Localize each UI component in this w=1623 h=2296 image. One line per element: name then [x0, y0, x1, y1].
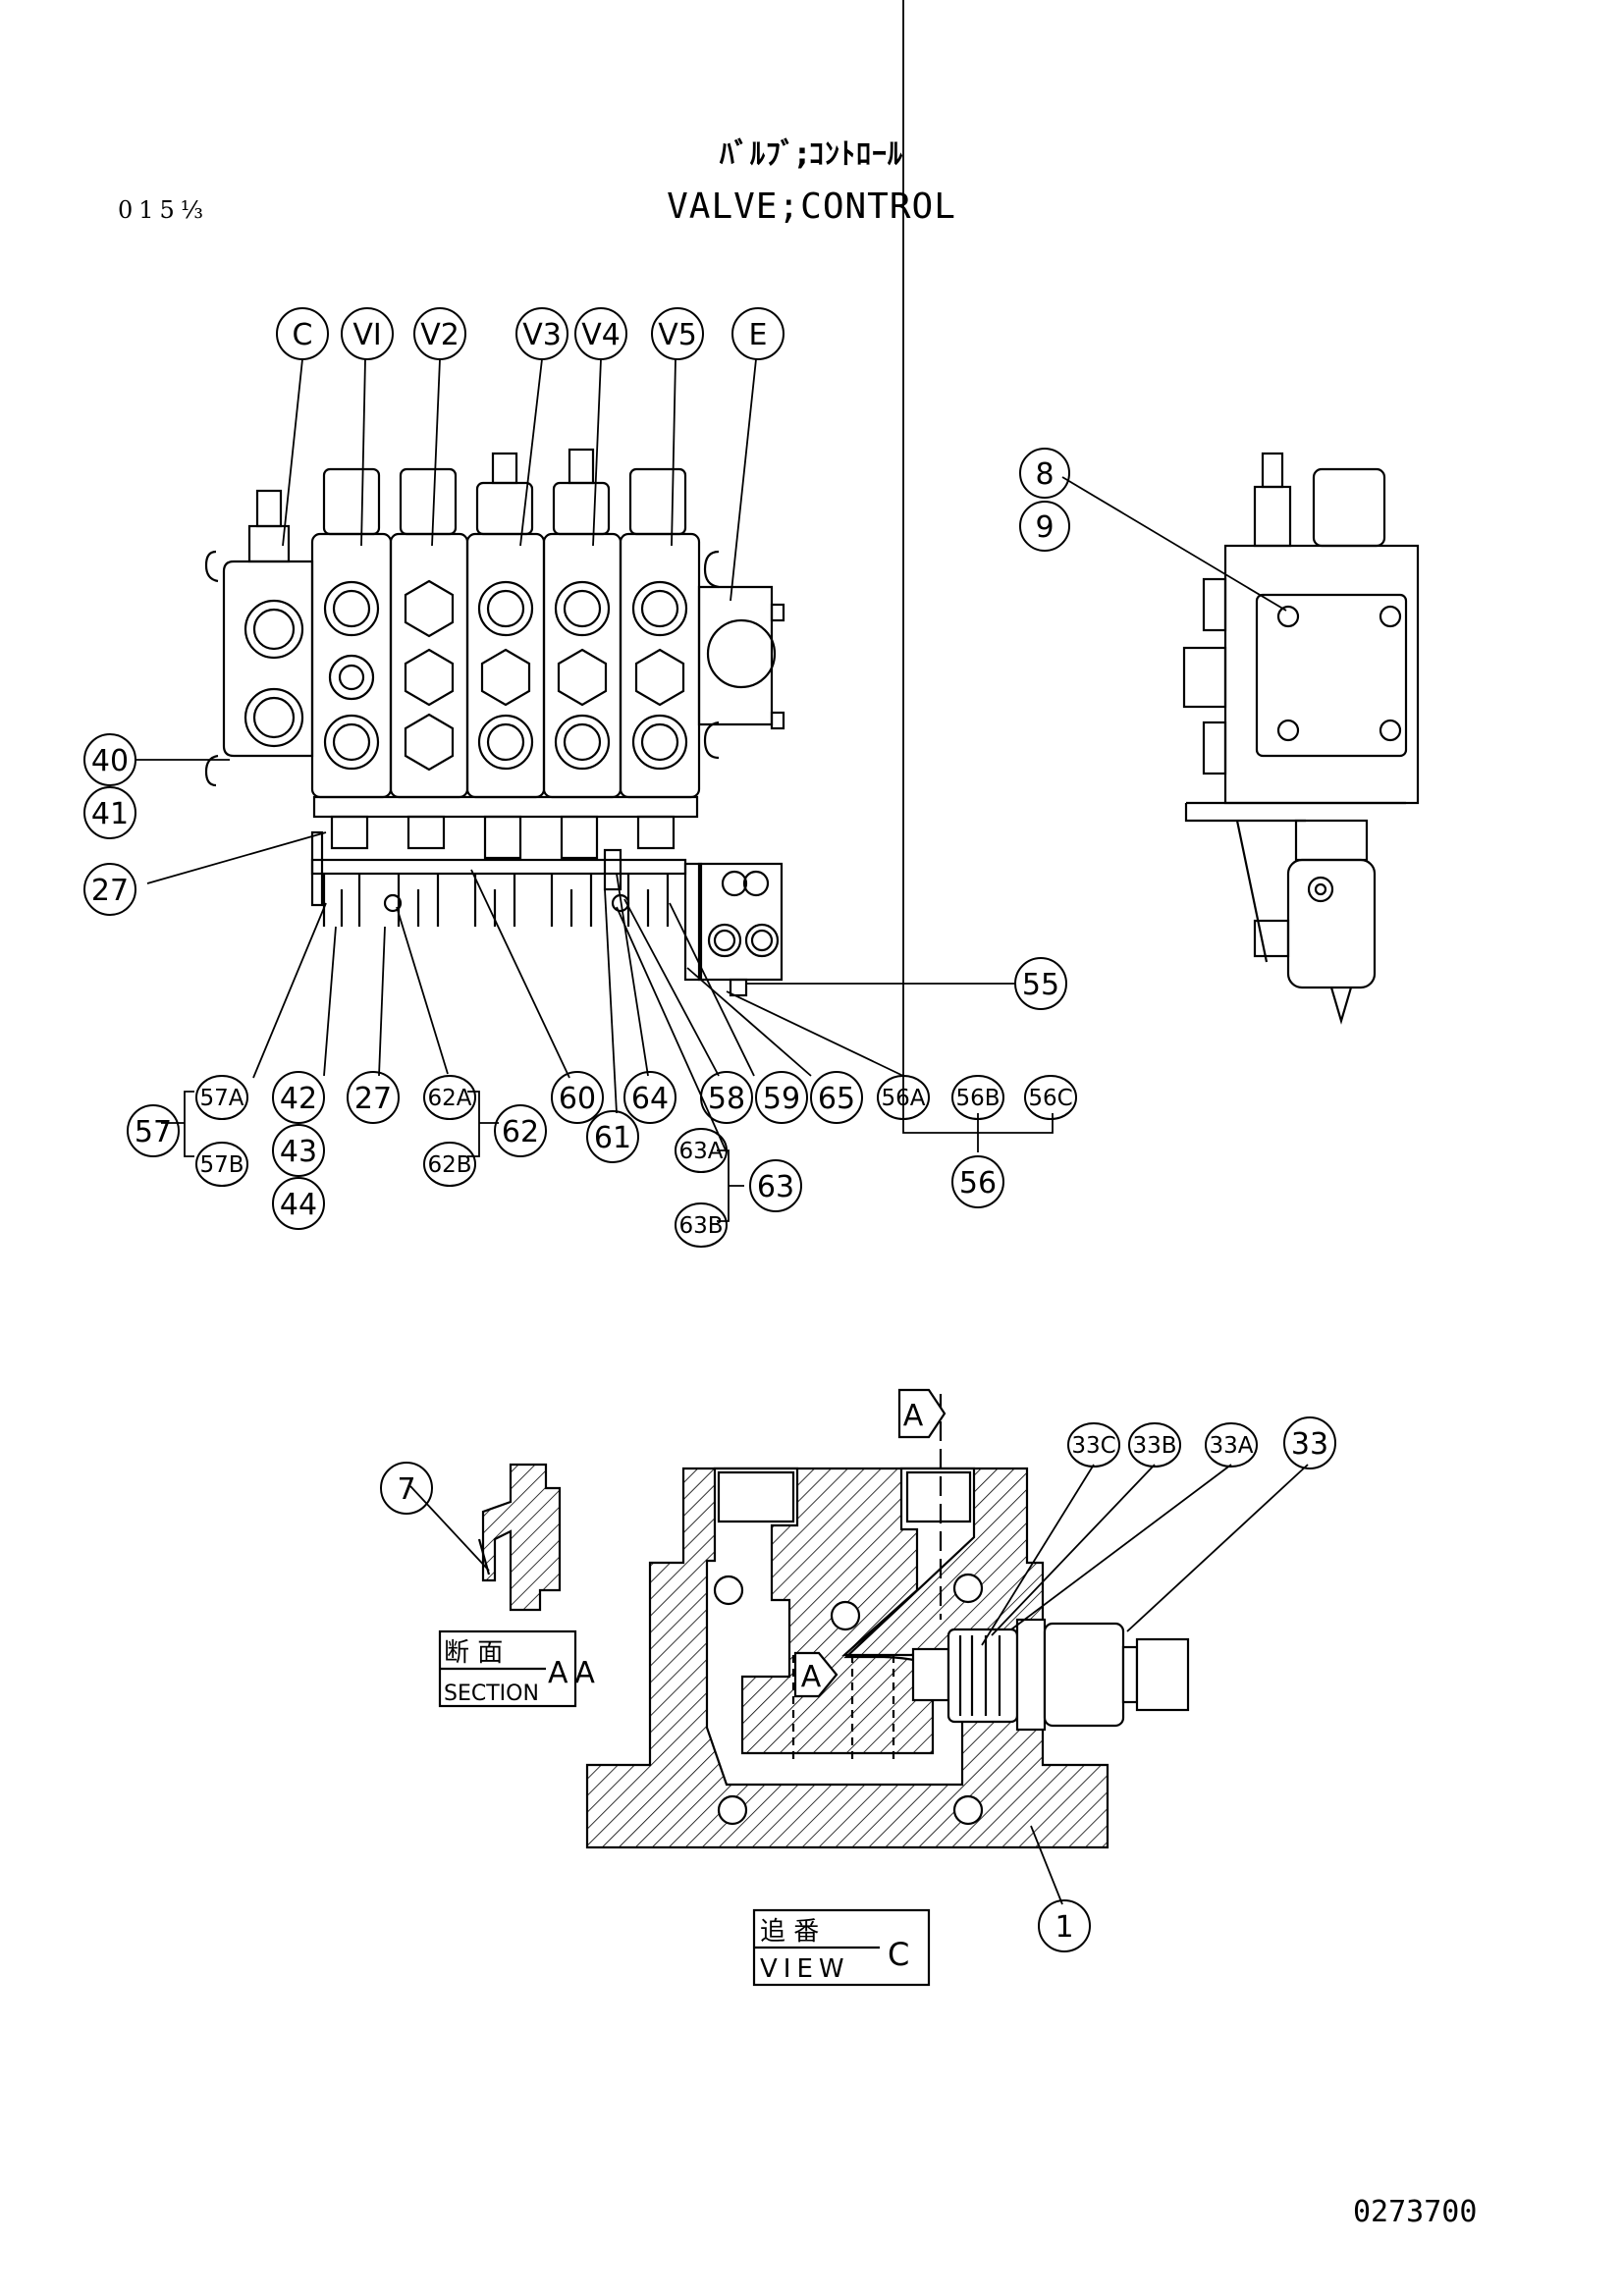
- callout-61: 61: [594, 1121, 631, 1155]
- callout-1: 1: [1055, 1910, 1073, 1945]
- callout-33B: 33B: [1132, 1433, 1176, 1459]
- callout-63B: 63B: [678, 1213, 723, 1239]
- section-label-en: SECTION: [444, 1682, 539, 1706]
- callout-44: 44: [280, 1188, 317, 1222]
- callout-V5: V5: [658, 318, 697, 352]
- callout-33: 33: [1291, 1427, 1328, 1462]
- valve-side-view: [1182, 452, 1420, 1025]
- callout-57A: 57A: [199, 1086, 243, 1111]
- callout-42: 42: [280, 1082, 317, 1116]
- callout-27-bottom: 27: [354, 1082, 392, 1116]
- callout-27-left: 27: [91, 874, 129, 908]
- callout-9: 9: [1035, 510, 1054, 545]
- callout-41: 41: [91, 797, 129, 831]
- callout-62A: 62A: [427, 1086, 471, 1111]
- callout-40: 40: [91, 744, 129, 778]
- section-label-jp: 断 面: [444, 1638, 503, 1668]
- title-english: VALVE;CONTROL: [667, 187, 956, 227]
- page-code: 015⅓: [118, 196, 210, 224]
- callout-43: 43: [280, 1135, 317, 1169]
- valve-front-view: [204, 448, 785, 997]
- callout-33A: 33A: [1209, 1433, 1253, 1459]
- callout-57: 57: [135, 1115, 172, 1149]
- callout-V3: V3: [522, 318, 562, 352]
- callout-7: 7: [397, 1472, 415, 1507]
- callout-62: 62: [502, 1115, 539, 1149]
- section-aa-view: [477, 1463, 562, 1612]
- callout-56B: 56B: [955, 1086, 1000, 1111]
- callout-65: 65: [818, 1082, 855, 1116]
- callout-63: 63: [757, 1170, 794, 1204]
- callout-V1: VI: [352, 318, 381, 352]
- callout-63A: 63A: [678, 1139, 723, 1164]
- section-label-id: AA: [548, 1656, 601, 1690]
- callout-57B: 57B: [199, 1152, 243, 1178]
- section-arrow-label-mid: A: [801, 1660, 822, 1694]
- view-label-en: VIEW: [760, 1954, 850, 1984]
- drawing-number: 0273700: [1353, 2195, 1478, 2229]
- title-japanese: ﾊﾞﾙﾌﾞ;ｺﾝﾄﾛｰﾙ: [720, 137, 903, 172]
- section-view-c: [585, 1388, 1190, 1849]
- callout-55: 55: [1022, 968, 1059, 1002]
- section-arrow-label-top: A: [903, 1399, 924, 1433]
- callout-59: 59: [763, 1082, 800, 1116]
- callout-60: 60: [559, 1082, 596, 1116]
- view-label-id: C: [888, 1936, 909, 1973]
- callout-E: E: [749, 318, 768, 352]
- aux-block-55: [683, 862, 784, 997]
- valve-sections: [310, 448, 701, 799]
- callout-56: 56: [959, 1166, 997, 1201]
- callout-V2: V2: [420, 318, 460, 352]
- callout-bubbles: [83, 307, 1336, 1952]
- callout-8: 8: [1035, 457, 1054, 492]
- callout-56C: 56C: [1028, 1086, 1072, 1111]
- lever-linkage: [310, 795, 699, 927]
- callout-V4: V4: [581, 318, 621, 352]
- callout-56A: 56A: [881, 1086, 925, 1111]
- view-label-jp: 追 番: [760, 1917, 819, 1947]
- callout-58: 58: [708, 1082, 745, 1116]
- callout-C: C: [293, 318, 313, 352]
- callout-64: 64: [631, 1082, 669, 1116]
- callout-33C: 33C: [1071, 1433, 1115, 1459]
- callout-62B: 62B: [427, 1152, 471, 1178]
